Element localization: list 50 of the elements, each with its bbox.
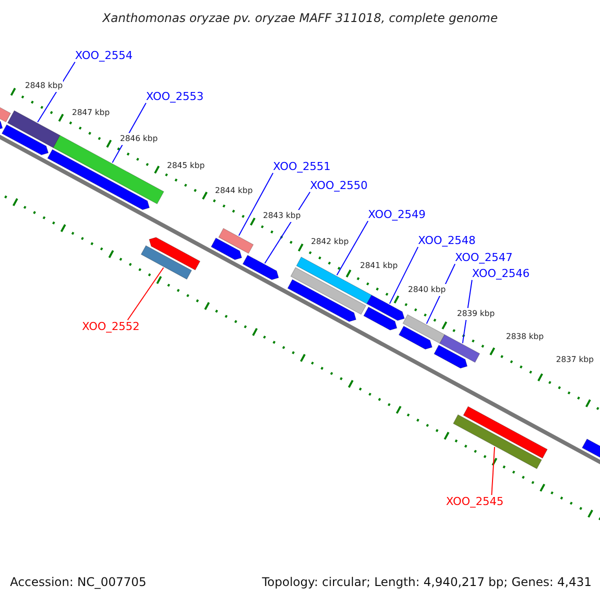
leader-line — [491, 446, 496, 496]
gene-label: XOO_2545 — [446, 496, 504, 508]
scale-label: 2840 kbp — [408, 284, 446, 296]
gene-label: XOO_2553 — [146, 91, 204, 103]
gene-block — [463, 406, 548, 459]
gene-block — [148, 237, 200, 270]
gene-label: XOO_2548 — [418, 235, 476, 247]
gene-label: XOO_2547 — [455, 252, 513, 264]
scale-label: 2841 kbp — [360, 260, 398, 272]
scale-label: 2843 kbp — [263, 210, 301, 222]
scale-label: 2842 kbp — [311, 236, 349, 248]
gene-block — [140, 245, 192, 280]
gene-block — [210, 238, 242, 260]
leader-line — [238, 172, 274, 236]
gene-label: XOO_2551 — [273, 161, 331, 173]
scale-label: 2848 kbp — [25, 80, 63, 92]
gene-block — [7, 110, 60, 148]
scale-label: 2844 kbp — [215, 185, 253, 197]
gene-block — [2, 124, 49, 156]
gene-block — [290, 267, 366, 315]
leader-line — [336, 220, 368, 276]
gene-block — [402, 314, 445, 344]
gene-block — [287, 279, 356, 322]
genome-summary: Topology: circular; Length: 4,940,217 bp; Genes: 4,431 — [262, 576, 592, 588]
gene-label: XOO_2546 — [472, 268, 530, 280]
gene-block — [242, 254, 279, 280]
gene-block — [47, 149, 150, 210]
gene-label: XOO_2554 — [75, 50, 133, 62]
leader-line — [127, 267, 164, 320]
scale-label: 2846 kbp — [120, 133, 158, 145]
scale-label: 2837 kbp — [556, 354, 594, 366]
scale-label: 2839 kbp — [457, 308, 495, 320]
leader-line — [37, 62, 76, 123]
accession-text: Accession: NC_007705 — [10, 576, 146, 588]
scale-label: 2845 kbp — [167, 160, 205, 172]
gene-block — [439, 334, 480, 363]
gene-block — [398, 326, 432, 350]
leader-line — [389, 246, 418, 304]
gene-block — [363, 306, 398, 330]
gene-label: XOO_2549 — [368, 209, 426, 221]
gene-block — [434, 344, 468, 369]
gene-block — [366, 294, 405, 321]
gene-label: XOO_2550 — [310, 180, 368, 192]
scale-label: 2847 kbp — [72, 107, 110, 119]
diagram-title: Xanthomonas oryzae pv. oryzae MAFF 311018, complete genome — [102, 12, 498, 24]
gene-label: XOO_2552 — [82, 321, 140, 333]
gene-block — [452, 414, 542, 470]
gene-block — [52, 135, 164, 204]
scale-label: 2838 kbp — [506, 331, 544, 343]
gene-block — [218, 228, 254, 254]
